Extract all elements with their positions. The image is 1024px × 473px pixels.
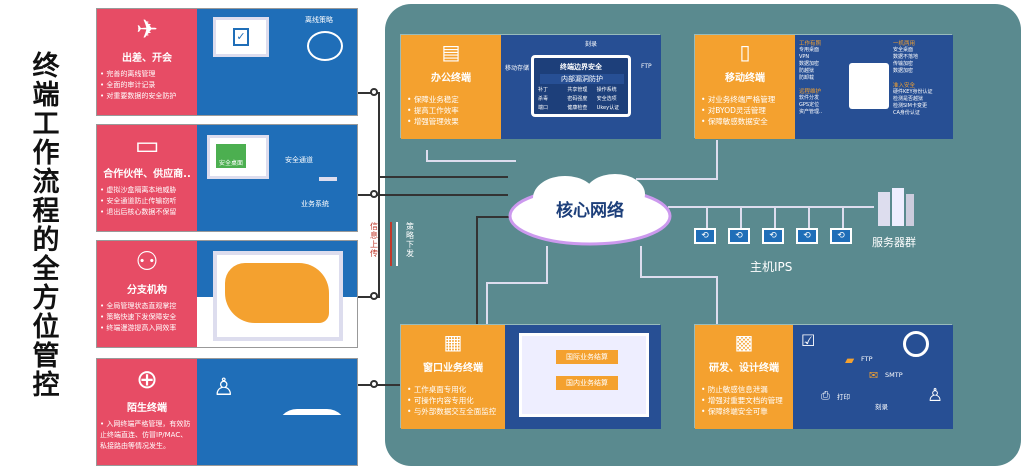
- ips-node[interactable]: ⟲: [728, 228, 750, 244]
- panel-branch: ⚇分支机构 全局管理状态直观掌控策略快速下发保障安全终端漫游提高入网效率: [96, 240, 358, 348]
- panel-partner: ▭合作伙伴、供应商.. 安全桌面 安全通道 虚拟沙盒隔离本地威胁安全通道防止传输…: [96, 124, 358, 232]
- upload-label: 信息上传: [370, 222, 378, 258]
- folder-icon: ▰: [845, 353, 855, 367]
- laptop-icon: ✓: [213, 17, 269, 57]
- cloud-shape: [508, 174, 672, 246]
- branch-icon: ⚇: [135, 247, 159, 277]
- core-label: 核心网络: [556, 201, 624, 221]
- monitor-user-icon: ▭: [134, 131, 160, 161]
- ips-label: 主机IPS: [750, 260, 793, 274]
- globe-icon: [307, 31, 343, 61]
- server-group-label: 服务器群: [872, 236, 916, 249]
- person-icon: ♙: [213, 373, 235, 401]
- mobile-terminal-card: ▯移动终端 对业务终端严格管理对BYOD灵活管理保障敏感数据安全 工作有照 专用…: [694, 34, 953, 139]
- download-label: 策略下发: [406, 222, 414, 258]
- monitor-icon: 安全桌面: [207, 135, 269, 179]
- tablet-icon: ▯: [739, 40, 751, 64]
- monitor-icon: 终端边界安全 内部漏洞防护 补丁共享管理操作系统 杀毒密码强度安全选项 端口健康…: [531, 55, 631, 117]
- page-title: 终端工作流程的全方位管控: [32, 51, 60, 401]
- server-rack-icon: [878, 188, 914, 228]
- window-terminal-card: ▦窗口业务终端 工作桌面专用化可操作内容专用化与外部数据交互全面监控 国际业务结…: [400, 324, 661, 429]
- panel-travel: ✈出差、开会 ✓ 离线策略 完善的离线管理全面的审计记录对重要数据的安全防护: [96, 8, 358, 116]
- ips-node[interactable]: ⟲: [694, 228, 716, 244]
- checklist-icon: ☑: [801, 331, 816, 350]
- ips-node[interactable]: ⟲: [830, 228, 852, 244]
- core-network[interactable]: 核心网络: [505, 166, 675, 246]
- presentation-icon: ▤: [441, 40, 461, 64]
- blueprint-icon: ▩: [734, 330, 754, 354]
- mail-icon: ✉: [869, 369, 879, 382]
- target-icon: ⊕: [136, 365, 158, 395]
- cash-register-icon: ▦: [443, 330, 463, 354]
- person-icon: ♙: [927, 385, 944, 406]
- map-monitor-icon: [213, 251, 343, 341]
- monitor-icon: 国际业务结算 国内业务结算: [519, 333, 649, 417]
- printer-icon: ⎙: [821, 389, 830, 402]
- panel-title: 出差、开会: [122, 53, 172, 64]
- rd-terminal-card: ▩研发、设计终端 防止敏感信息泄漏增强对重要文档的管理保障终端安全可靠 ☑ ▰ …: [694, 324, 953, 429]
- panel-stranger: ⊕陌生终端 ♙ 入网终端严格管理，有效防止终端直连、仿冒IP/MAC、私接路由等…: [96, 358, 358, 466]
- meeting-icon: ✈: [136, 15, 158, 45]
- ips-node[interactable]: ⟲: [762, 228, 784, 244]
- magnifier-icon: [903, 331, 929, 357]
- ipad-icon: [849, 63, 889, 109]
- ips-node[interactable]: ⟲: [796, 228, 818, 244]
- office-terminal-card: ▤办公终端 保障业务稳定提高工作效率增强管理效果 终端边界安全 内部漏洞防护 补…: [400, 34, 661, 139]
